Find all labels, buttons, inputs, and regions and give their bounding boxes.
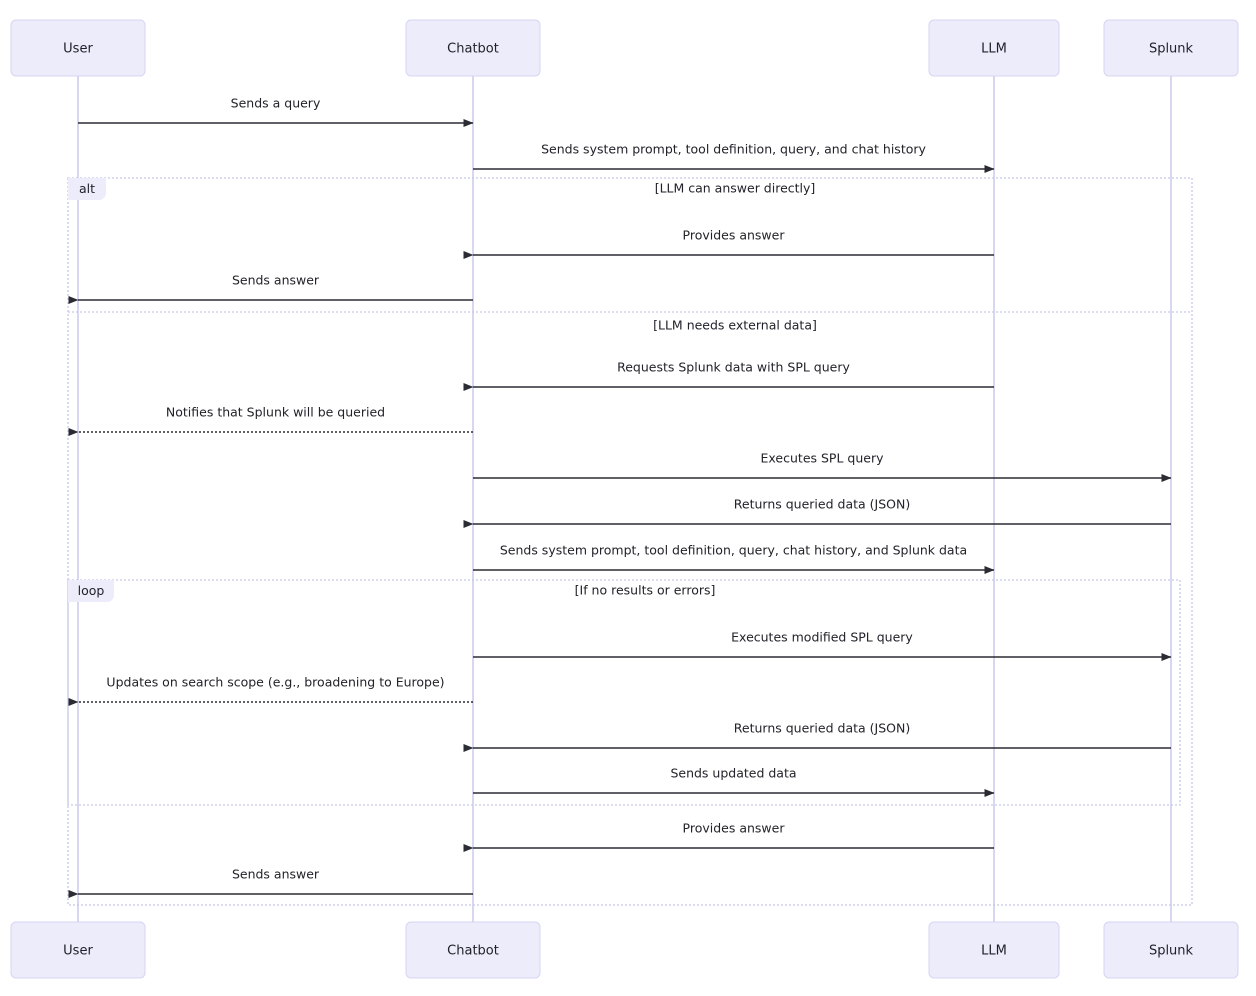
lifelines-layer [77, 76, 1172, 922]
loop-block: loop [If no results or errors] [67, 579, 1181, 806]
message-m6: Notifies that Splunk will be queried [68, 405, 473, 436]
actor-top-llm-box[interactable] [928, 19, 1060, 77]
actor-bottom-splunk-box[interactable] [1103, 921, 1239, 979]
actor-bottom-user[interactable]: User [10, 921, 146, 979]
message-label-m1: Sends a query [231, 96, 321, 111]
alt-block-tab [68, 178, 106, 200]
message-label-m9: Sends system prompt, tool definition, qu… [500, 543, 967, 558]
actor-bottom-llm-box[interactable] [928, 921, 1060, 979]
alt-block-tab-label: alt [79, 181, 95, 196]
actor-bottom-chatbot-label: Chatbot [447, 944, 499, 959]
actor-top-llm[interactable]: LLM [928, 19, 1060, 77]
actor-bottom-splunk-label: Splunk [1149, 944, 1194, 959]
actor-top-user[interactable]: User [10, 19, 146, 77]
actor-top-chatbot-box[interactable] [405, 19, 541, 77]
actor-top-user-box[interactable] [10, 19, 146, 77]
actors-bottom-layer: User Chatbot LLM Splunk [10, 921, 1239, 979]
message-m5: Requests Splunk data with SPL query [463, 360, 994, 391]
message-m12: Returns queried data (JSON) [463, 721, 1171, 752]
loop-block-condition-label-0: [If no results or errors] [575, 583, 716, 598]
actor-bottom-user-box[interactable] [10, 921, 146, 979]
message-m1: Sends a query [78, 96, 474, 127]
actor-top-user-label: User [63, 42, 93, 57]
message-label-m14: Provides answer [683, 821, 786, 836]
message-m14: Provides answer [463, 821, 994, 852]
message-m10: Executes modified SPL query [473, 630, 1172, 661]
message-m8: Returns queried data (JSON) [463, 497, 1171, 528]
actor-top-splunk[interactable]: Splunk [1103, 19, 1239, 77]
message-m2: Sends system prompt, tool definition, qu… [473, 142, 995, 173]
loop-block-frame [67, 579, 1181, 806]
actor-bottom-llm[interactable]: LLM [928, 921, 1060, 979]
message-label-m6: Notifies that Splunk will be queried [166, 405, 385, 420]
message-label-m11: Updates on search scope (e.g., broadenin… [106, 675, 444, 690]
actor-top-chatbot[interactable]: Chatbot [405, 19, 541, 77]
loop-block-tab-label: loop [78, 583, 105, 598]
actor-bottom-user-label: User [63, 944, 93, 959]
message-label-m5: Requests Splunk data with SPL query [617, 360, 850, 375]
message-label-m4: Sends answer [232, 273, 320, 288]
actor-bottom-chatbot-box[interactable] [405, 921, 541, 979]
actor-top-chatbot-label: Chatbot [447, 42, 499, 57]
alt-block-frame [67, 177, 1193, 906]
message-m3: Provides answer [463, 228, 994, 259]
message-label-m3: Provides answer [683, 228, 786, 243]
message-m9: Sends system prompt, tool definition, qu… [473, 543, 995, 574]
message-m4: Sends answer [68, 273, 473, 304]
message-m13: Sends updated data [473, 766, 995, 797]
message-label-m7: Executes SPL query [761, 451, 885, 466]
alt-block-condition-label-1: [LLM needs external data] [653, 318, 817, 333]
message-label-m2: Sends system prompt, tool definition, qu… [541, 142, 926, 157]
actor-bottom-llm-label: LLM [981, 944, 1007, 959]
alt-block-condition-label-0: [LLM can answer directly] [655, 181, 816, 196]
message-m15: Sends answer [68, 867, 473, 898]
actor-bottom-chatbot[interactable]: Chatbot [405, 921, 541, 979]
message-label-m13: Sends updated data [670, 766, 796, 781]
alt-block: alt [LLM can answer directly] [LLM needs e… [67, 177, 1193, 906]
message-label-m10: Executes modified SPL query [731, 630, 913, 645]
blocks-layer: alt [LLM can answer directly] [LLM needs e… [67, 177, 1193, 906]
message-m11: Updates on search scope (e.g., broadenin… [68, 675, 473, 706]
actor-top-splunk-label: Splunk [1149, 42, 1194, 57]
message-label-m8: Returns queried data (JSON) [734, 497, 910, 512]
message-label-m15: Sends answer [232, 867, 320, 882]
actor-top-splunk-box[interactable] [1103, 19, 1239, 77]
actors-top-layer: User Chatbot LLM Splunk [10, 19, 1239, 77]
message-m7: Executes SPL query [473, 451, 1172, 482]
message-label-m12: Returns queried data (JSON) [734, 721, 910, 736]
loop-block-tab [68, 580, 114, 602]
actor-bottom-splunk[interactable]: Splunk [1103, 921, 1239, 979]
actor-top-llm-label: LLM [981, 42, 1007, 57]
